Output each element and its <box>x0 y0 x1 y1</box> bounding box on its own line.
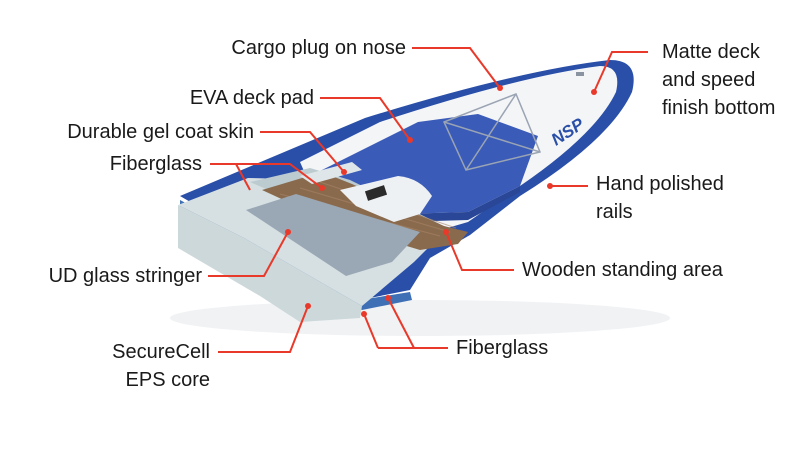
label-gel-coat-text: Durable gel coat skin <box>67 118 254 146</box>
label-eva-pad-text: EVA deck pad <box>190 84 314 112</box>
label-eps-core-line1: SecureCell <box>112 338 210 366</box>
label-ud-stringer-text: UD glass stringer <box>49 262 202 290</box>
cargo-plug <box>576 72 584 76</box>
label-cargo-plug: Cargo plug on nose <box>231 34 406 62</box>
label-eps-core: SecureCell EPS core <box>112 338 210 394</box>
leader-cargo-plug <box>412 48 500 88</box>
label-gel-coat: Durable gel coat skin <box>67 118 254 146</box>
dot-fiberglass-top <box>319 185 325 191</box>
label-fiberglass-top: Fiberglass <box>110 150 202 178</box>
label-hand-rails-line1: Hand polished <box>596 170 724 198</box>
dot-fiberglass-bottom <box>385 295 391 301</box>
dot-fiberglass-bottom-2 <box>361 311 367 317</box>
board-shadow <box>170 300 670 336</box>
label-matte-deck-line1: Matte deck <box>662 38 775 66</box>
label-wooden-area-text: Wooden standing area <box>522 256 723 284</box>
label-matte-deck-line3: finish bottom <box>662 94 775 122</box>
dot-cargo-plug <box>497 85 503 91</box>
dot-matte-deck <box>591 89 597 95</box>
label-matte-deck-line2: and speed <box>662 66 775 94</box>
dot-wooden-area <box>443 229 449 235</box>
dot-gel-coat <box>341 169 347 175</box>
label-fiberglass-bottom-text: Fiberglass <box>456 334 548 362</box>
label-matte-deck: Matte deck and speed finish bottom <box>662 38 775 122</box>
label-eps-core-line2: EPS core <box>112 366 210 394</box>
dot-ud-stringer <box>285 229 291 235</box>
dot-hand-rails <box>547 183 553 189</box>
dot-eps-core <box>305 303 311 309</box>
label-fiberglass-bottom: Fiberglass <box>456 334 548 362</box>
label-wooden-area: Wooden standing area <box>522 256 723 284</box>
label-hand-rails: Hand polished rails <box>596 170 724 226</box>
label-cargo-plug-text: Cargo plug on nose <box>231 34 406 62</box>
label-hand-rails-line2: rails <box>596 198 724 226</box>
dot-eva-pad <box>407 137 413 143</box>
label-ud-stringer: UD glass stringer <box>49 262 202 290</box>
label-fiberglass-top-text: Fiberglass <box>110 150 202 178</box>
label-eva-pad: EVA deck pad <box>190 84 314 112</box>
